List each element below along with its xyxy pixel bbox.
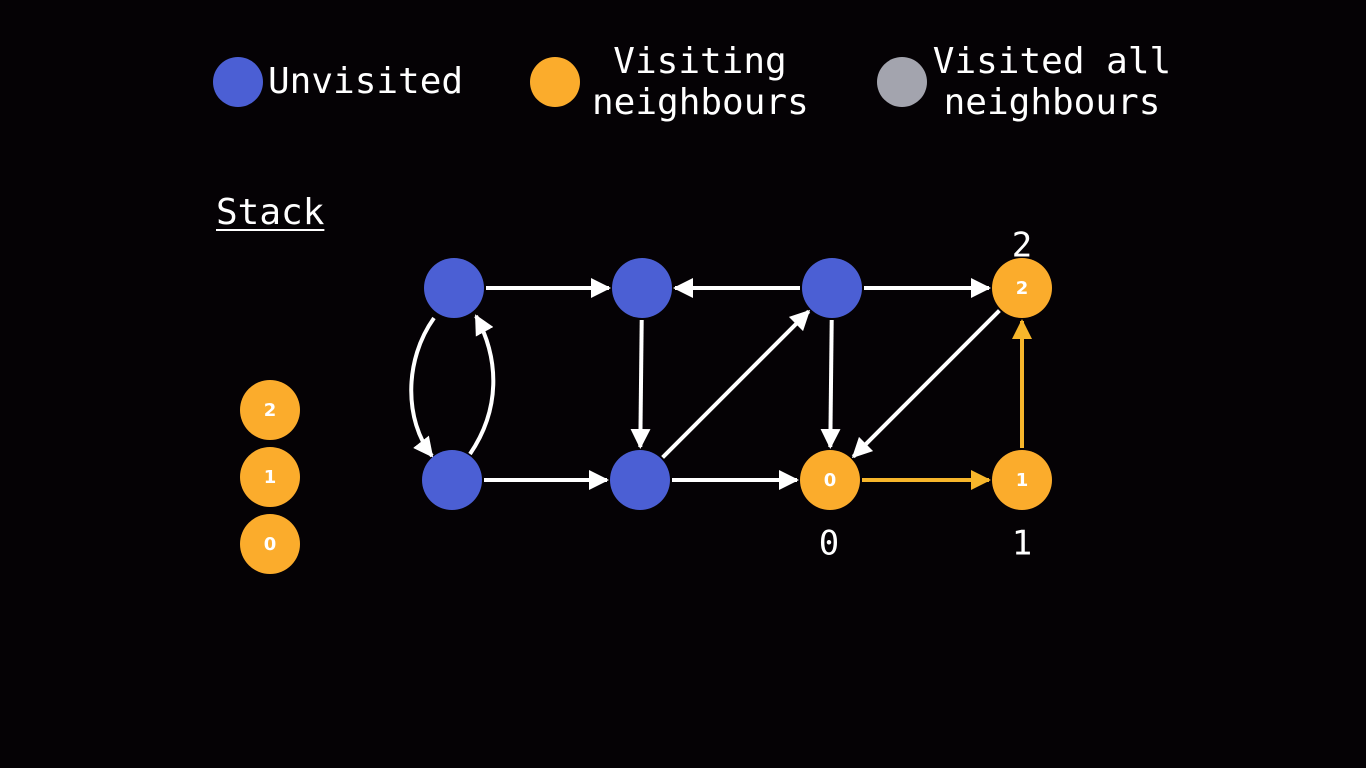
unvisited-swatch	[213, 57, 263, 107]
node-circle	[800, 450, 860, 510]
node-label: 2	[1016, 278, 1029, 299]
edge-a-e	[409, 316, 436, 458]
node-circle	[992, 450, 1052, 510]
stack-item: 1	[240, 447, 300, 507]
graph-node	[422, 450, 482, 510]
edge-c-g	[820, 319, 841, 449]
edges	[409, 278, 1032, 490]
stack-title: Stack	[216, 192, 325, 233]
edge-b-f	[630, 319, 651, 449]
node-circle	[424, 258, 484, 318]
legend-visiting-label: Visiting neighbours	[592, 41, 809, 123]
node-circle	[612, 258, 672, 318]
graph-node	[612, 258, 672, 318]
graph-node	[610, 450, 670, 510]
legend-visited-label: Visited all neighbours	[932, 41, 1172, 123]
edge-d-g	[851, 309, 1001, 459]
visited-swatch	[877, 57, 927, 107]
graph-node	[424, 258, 484, 318]
stack-item: 0	[240, 514, 300, 574]
graph-node	[802, 258, 862, 318]
node-circle	[422, 450, 482, 510]
node-circle	[610, 450, 670, 510]
visit-order-label: 1	[1012, 524, 1032, 564]
node-label: 1	[1016, 470, 1029, 491]
edge-e-a	[468, 314, 496, 456]
graph-node: 00	[800, 450, 860, 564]
stack-item: 2	[240, 380, 300, 440]
node-label: 0	[824, 470, 837, 491]
visit-order-label: 0	[819, 524, 839, 564]
visiting-swatch	[530, 57, 580, 107]
graph-node: 11	[992, 450, 1052, 564]
visit-order-label: 2	[1012, 226, 1032, 266]
node-circle	[802, 258, 862, 318]
graph-node: 22	[992, 226, 1052, 318]
node-circle	[992, 258, 1052, 318]
edge-f-c	[661, 309, 811, 459]
legend-unvisited-label: Unvisited	[268, 61, 464, 102]
